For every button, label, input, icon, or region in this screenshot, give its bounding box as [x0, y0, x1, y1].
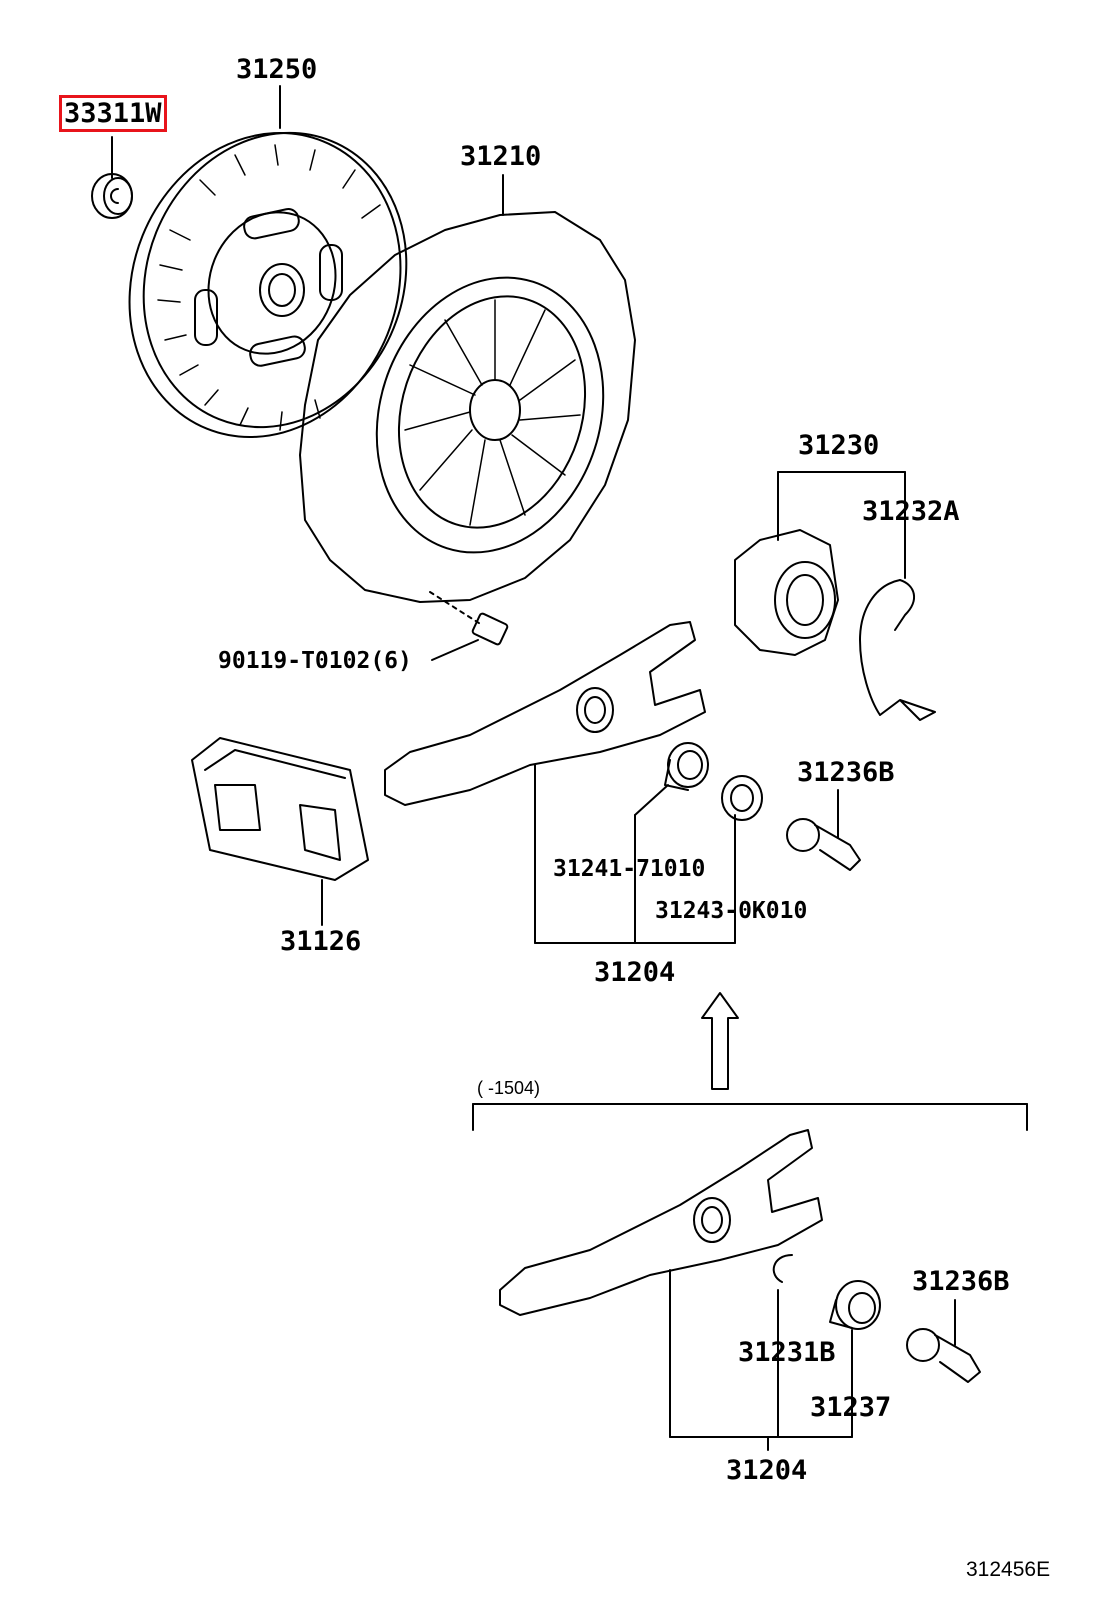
- part-label-31204-bottom[interactable]: 31204: [726, 1455, 808, 1486]
- clutch-disc-illustration: [128, 85, 408, 438]
- clutch-cover-illustration: [299, 174, 636, 661]
- clip-31231b-illustration: [772, 1254, 793, 1283]
- boot-31126-illustration: [191, 737, 369, 926]
- part-label-31237[interactable]: 31237: [810, 1392, 892, 1423]
- part-label-31243[interactable]: 31243-0K010: [655, 898, 808, 924]
- pivot-bottom-illustration: [906, 1299, 981, 1383]
- boot-31243-illustration: [721, 775, 763, 821]
- part-label-31204-top[interactable]: 31204: [594, 957, 676, 988]
- release-bearing-illustration: [734, 471, 906, 656]
- release-fork-bottom-illustration: [499, 1129, 853, 1451]
- part-label-31241[interactable]: 31241-71010: [553, 856, 706, 882]
- clip-illustration: [859, 524, 936, 721]
- arrow-up-illustration: [701, 992, 739, 1090]
- part-label-31236b-bottom[interactable]: 31236B: [912, 1266, 1010, 1297]
- part-label-31231b[interactable]: 31231B: [738, 1337, 836, 1368]
- pivot-top-illustration: [786, 789, 861, 871]
- range-note: ( -1504): [477, 1078, 541, 1098]
- part-label-90119[interactable]: 90119-T0102(6): [218, 648, 412, 674]
- part-label-31232a[interactable]: 31232A: [862, 496, 960, 527]
- cushion-31237-illustration: [829, 1280, 881, 1330]
- part-label-31250[interactable]: 31250: [236, 54, 318, 85]
- part-label-31236b-top[interactable]: 31236B: [797, 757, 895, 788]
- diagram-code: 312456E: [966, 1558, 1051, 1581]
- pilot-bearing-illustration: [91, 136, 133, 219]
- release-fork-top-illustration: [384, 621, 736, 944]
- range-bracket: [472, 1103, 1028, 1131]
- part-label-33311w[interactable]: 33311W: [59, 95, 167, 132]
- bushing-31241-illustration: [664, 742, 709, 791]
- part-label-31210[interactable]: 31210: [460, 141, 542, 172]
- part-label-31126[interactable]: 31126: [280, 926, 362, 957]
- part-label-31230[interactable]: 31230: [798, 430, 880, 461]
